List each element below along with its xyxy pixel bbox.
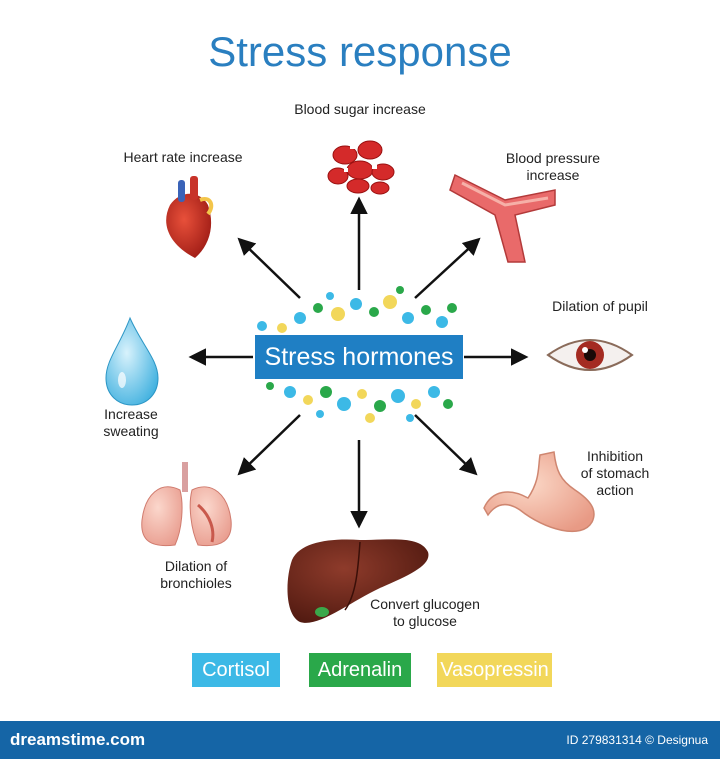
lungs-icon xyxy=(141,462,232,547)
arrow-to-heart xyxy=(237,237,301,299)
label-blood-pressure: Blood pressure increase xyxy=(505,150,601,183)
label-heart-rate: Heart rate increase xyxy=(123,149,243,165)
blood-cells-icon xyxy=(327,140,395,195)
label-sweating: Increase sweating xyxy=(103,406,159,439)
footer-brand: dreamstime.com xyxy=(10,730,146,749)
label-glucose: Convert glucogen to glucose xyxy=(370,596,480,629)
hormone-dots xyxy=(257,286,457,423)
legend-vasopressin: Vasopressin xyxy=(437,653,552,687)
label-blood-sugar: Blood sugar increase xyxy=(294,101,426,117)
stress-hormones-box: Stress hormones xyxy=(255,335,463,379)
label-pupil: Dilation of pupil xyxy=(552,298,648,314)
arrow-to-bronchioles xyxy=(237,414,301,476)
blood-vessel-icon xyxy=(449,173,556,263)
arrows xyxy=(188,196,529,529)
heart-icon xyxy=(166,176,214,258)
stomach-icon xyxy=(483,451,595,533)
eye-icon xyxy=(546,339,634,371)
diagram-title: Stress response xyxy=(208,28,512,75)
arrow-to-stomach xyxy=(414,414,478,476)
arrow-to-blood-pressure xyxy=(414,237,481,299)
label-stomach: Inhibition of stomach action xyxy=(580,448,650,498)
water-drop-icon xyxy=(105,316,159,406)
footer-bar: dreamstime.com ID 279831314 © Designua xyxy=(0,721,720,759)
liver-icon xyxy=(287,539,429,623)
legend-adrenalin: Adrenalin xyxy=(309,653,411,687)
legend-cortisol: Cortisol xyxy=(192,653,280,687)
footer-credit: ID 279831314 © Designua xyxy=(566,733,708,747)
label-bronchioles: Dilation of bronchioles xyxy=(160,558,232,591)
